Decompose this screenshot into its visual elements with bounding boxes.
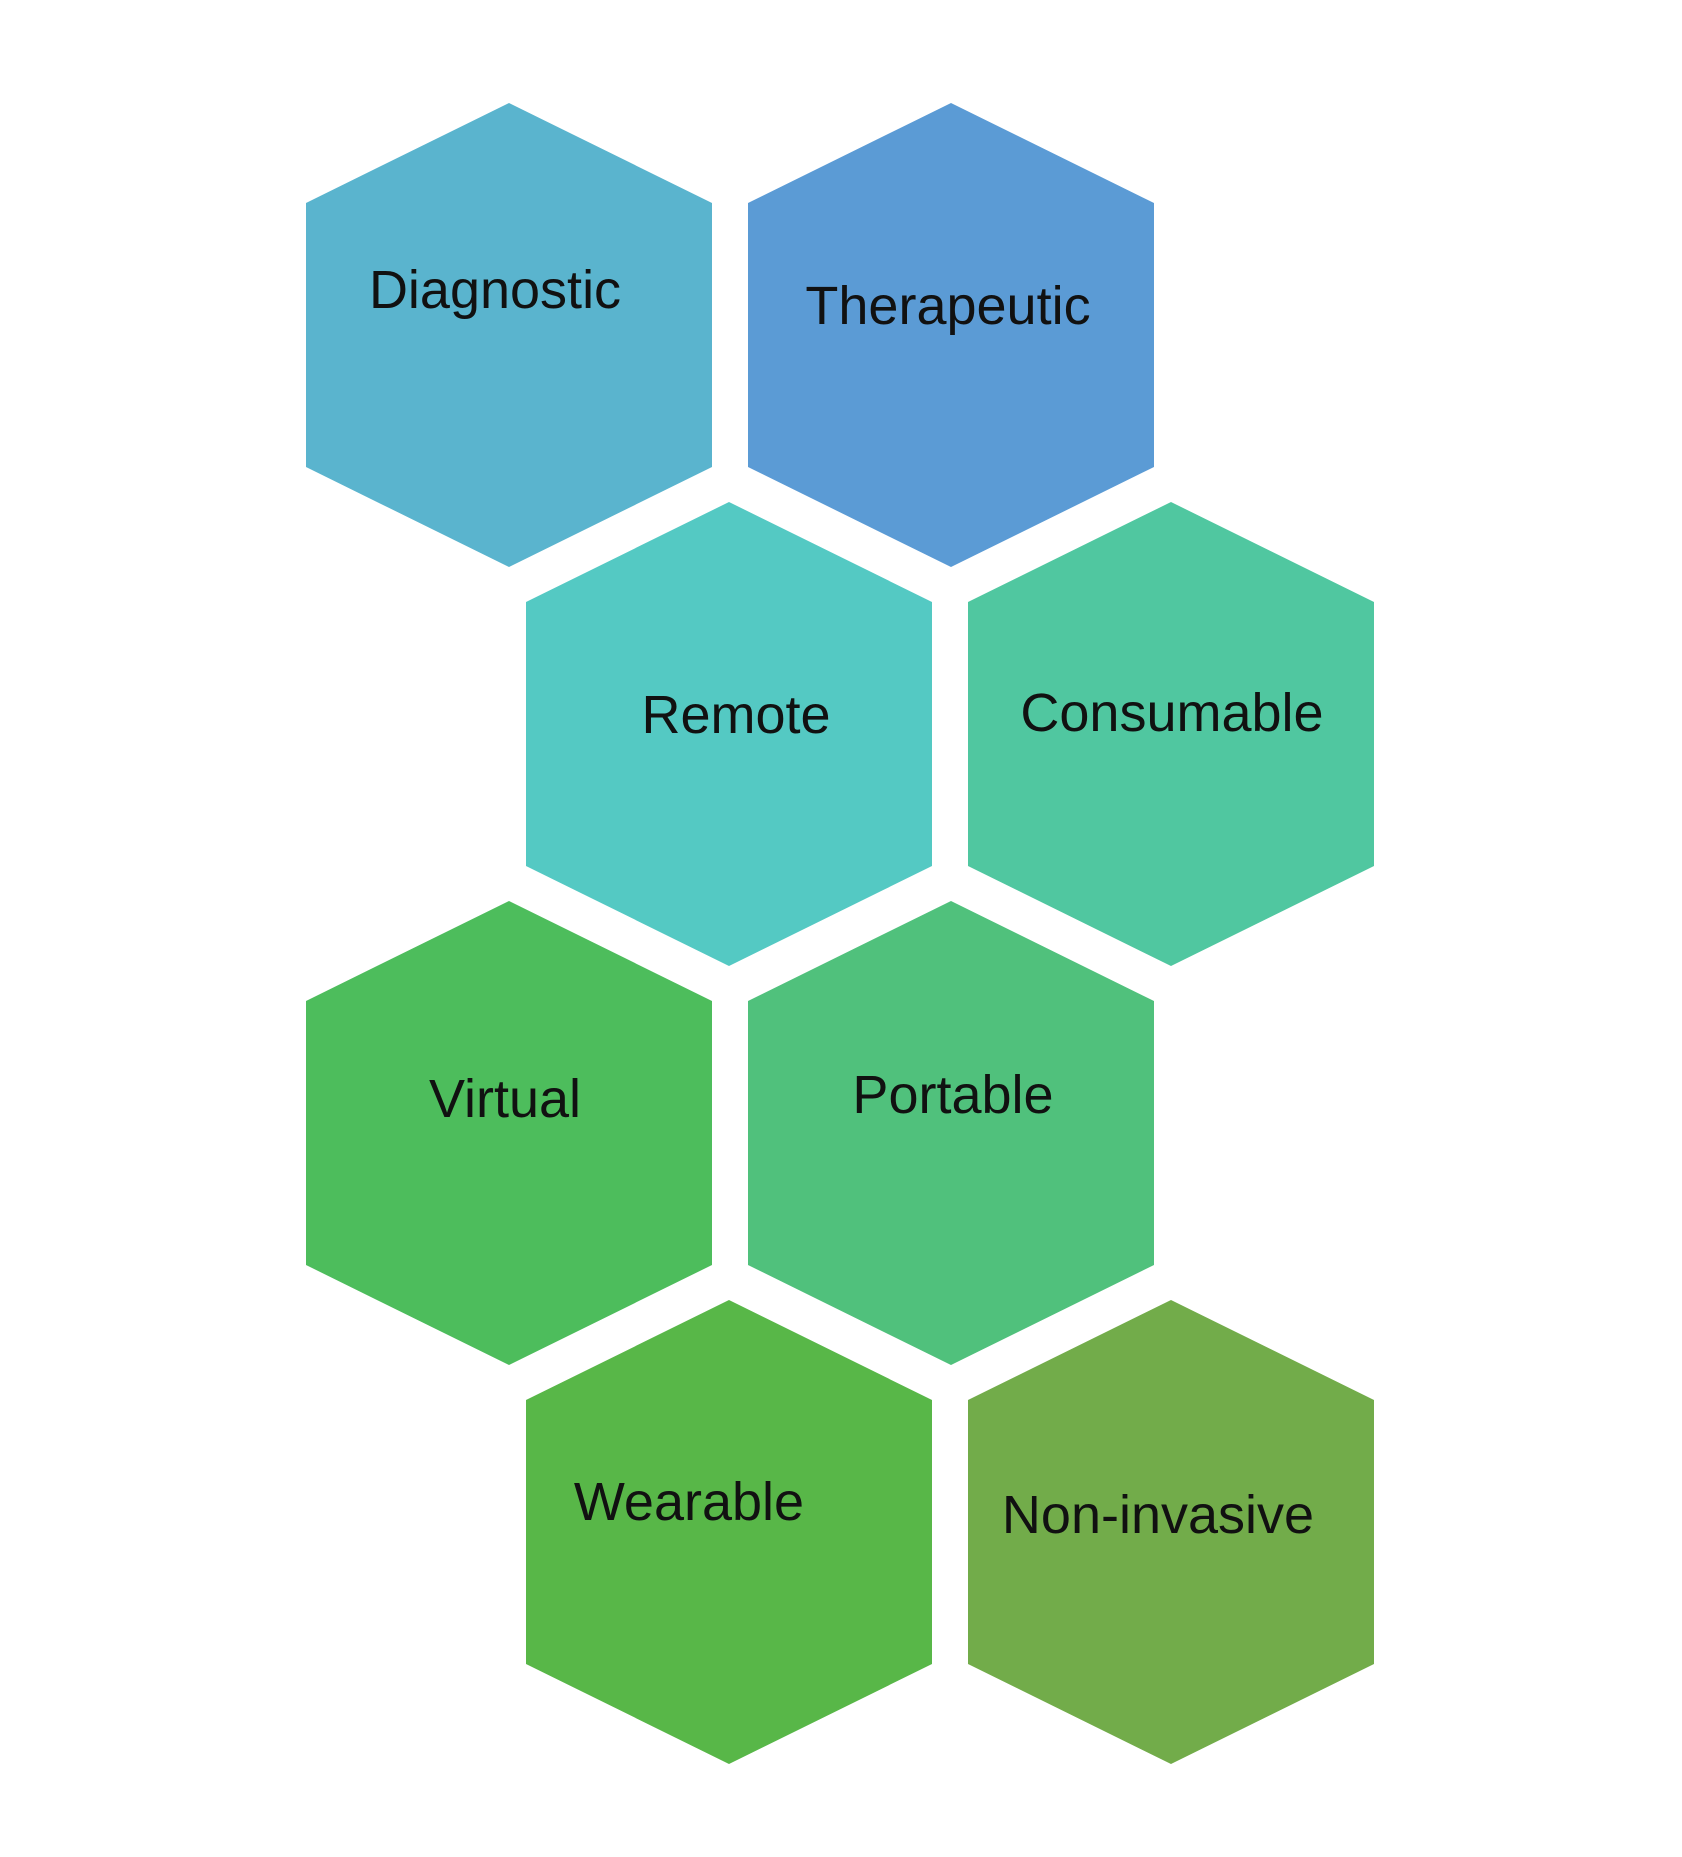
hexagon-portable-label: Portable bbox=[852, 1065, 1053, 1125]
hexagon-virtual-label: Virtual bbox=[429, 1069, 581, 1129]
hexagon-portable-shape bbox=[748, 901, 1154, 1365]
hexagon-therapeutic: Therapeutic bbox=[748, 103, 1154, 567]
hexagon-remote: Remote bbox=[526, 502, 932, 966]
hexagon-non-invasive-shape bbox=[968, 1300, 1374, 1764]
hexagon-consumable-shape bbox=[968, 502, 1374, 966]
hexagon-diagnostic-shape bbox=[306, 103, 712, 567]
hexagon-virtual-shape bbox=[306, 901, 712, 1365]
hexagon-portable: Portable bbox=[748, 901, 1154, 1365]
hexagon-virtual: Virtual bbox=[306, 901, 712, 1365]
hexagon-consumable: Consumable bbox=[968, 502, 1374, 966]
hexagon-diagnostic-label: Diagnostic bbox=[369, 260, 621, 320]
hexagon-therapeutic-label: Therapeutic bbox=[805, 276, 1090, 336]
hexagon-non-invasive: Non-invasive bbox=[968, 1300, 1374, 1764]
hexagon-wearable: Wearable bbox=[526, 1300, 932, 1764]
hexagon-diagnostic: Diagnostic bbox=[306, 103, 712, 567]
hexagon-non-invasive-label: Non-invasive bbox=[1002, 1485, 1314, 1545]
hexagon-consumable-label: Consumable bbox=[1020, 683, 1323, 743]
hexagon-therapeutic-shape bbox=[748, 103, 1154, 567]
hexagon-remote-label: Remote bbox=[641, 685, 830, 745]
hexagon-remote-shape bbox=[526, 502, 932, 966]
hexagon-wearable-shape bbox=[526, 1300, 932, 1764]
hexagon-wearable-label: Wearable bbox=[574, 1472, 804, 1532]
